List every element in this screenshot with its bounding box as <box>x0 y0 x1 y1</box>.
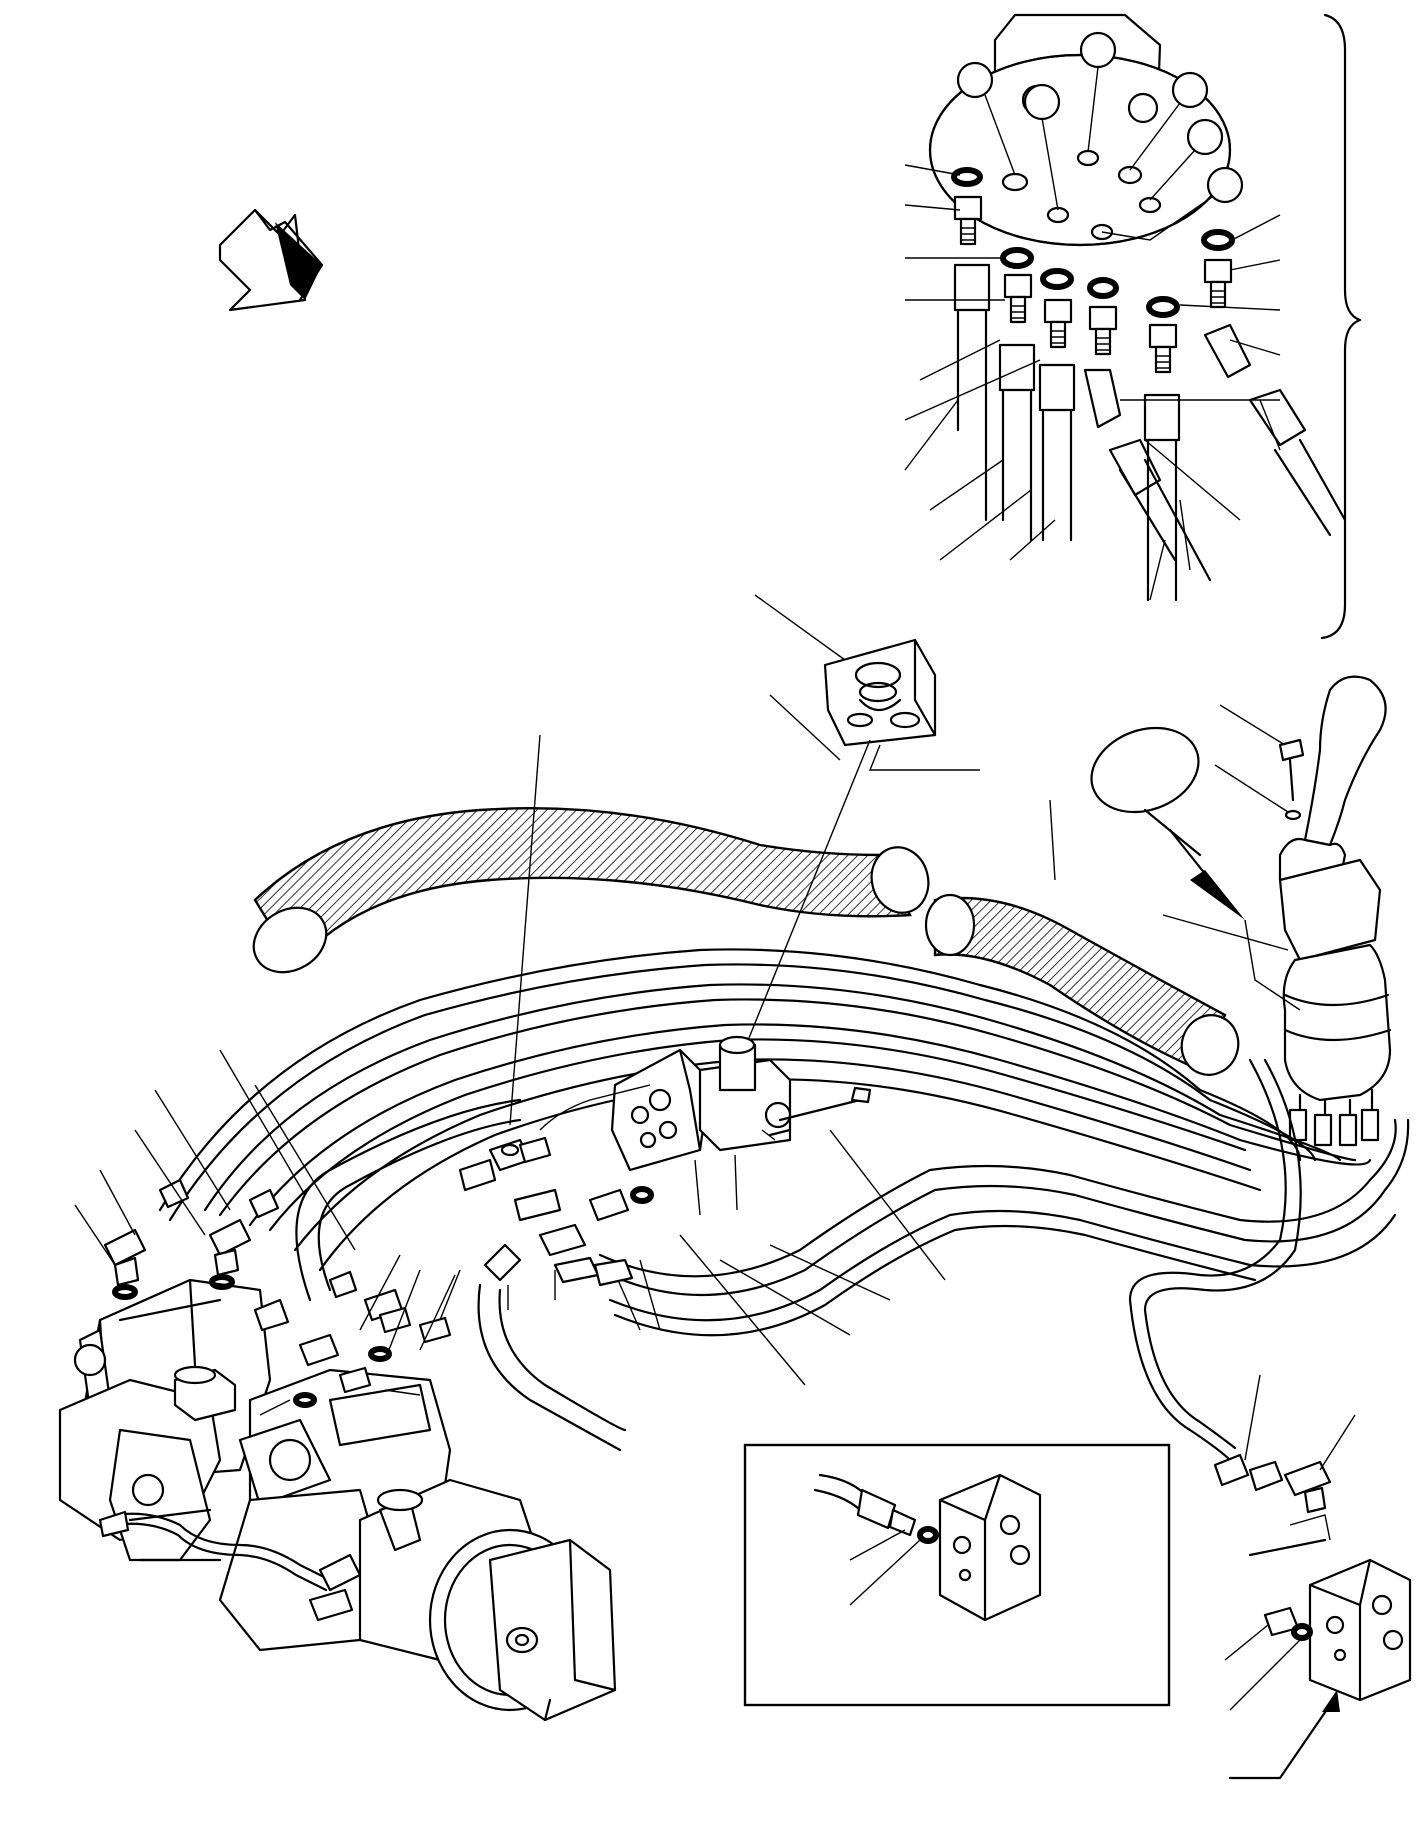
protective-sleeve <box>252 806 1240 1076</box>
hydraulic-pump-assembly <box>58 1049 617 1722</box>
repair-kit-icon <box>823 638 937 747</box>
kit-leader-lines <box>739 594 980 1061</box>
direction-arrow-icon <box>218 208 324 312</box>
detail-view-ports <box>904 13 1362 640</box>
joystick-control-valve <box>1049 675 1392 1147</box>
fittings-center <box>458 734 946 1386</box>
solenoid-valve <box>610 1035 872 1216</box>
right-side-block <box>1213 1374 1412 1780</box>
inset-detail <box>743 1443 1171 1707</box>
